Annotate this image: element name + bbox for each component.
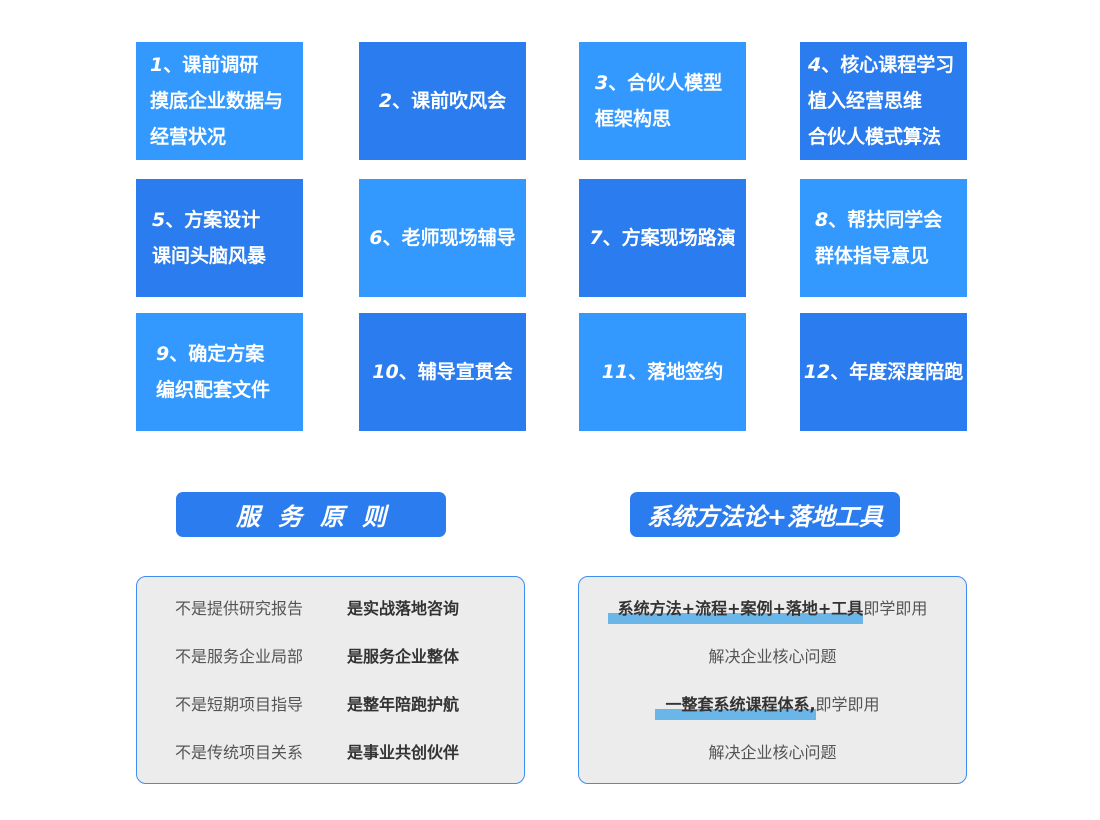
step-tile-8[interactable]: 8、帮扶同学会 群体指导意见 [800, 179, 967, 297]
principle-not: 不是提供研究报告 [175, 599, 304, 618]
methodology-line-3: 一整套系统课程体系,即学即用 [599, 693, 946, 720]
step-title: 、老师现场辅导 [382, 227, 516, 249]
step-number: 4 [808, 54, 822, 76]
step-line: 合伙人模式算法 [808, 126, 942, 148]
step-tile-9[interactable]: 9、确定方案 编织配套文件 [136, 313, 303, 431]
step-number: 10 [372, 361, 399, 383]
step-number: 11 [601, 361, 629, 383]
step-title: 、课前吹风会 [392, 90, 507, 112]
step-tile-3[interactable]: 3、合伙人模型 框架构思 [579, 42, 746, 160]
tile-line: 12、年度深度陪跑 [804, 354, 963, 390]
service-principles-title: 服务原则 [236, 503, 404, 531]
step-tile-1[interactable]: 1、课前调研 摸底企业数据与 经营状况 [136, 42, 303, 160]
step-number: 8 [815, 209, 829, 231]
step-tile-6[interactable]: 6、老师现场辅导 [359, 179, 526, 297]
step-number: 1 [150, 54, 164, 76]
step-title: 、辅导宣贯会 [398, 361, 513, 383]
methodology-suffix: 即学即用 [815, 695, 880, 714]
step-number: 2 [378, 90, 393, 112]
tile-line: 11、落地签约 [602, 354, 723, 390]
step-line: 植入经营思维 [808, 90, 923, 112]
step-line: 经营状况 [150, 126, 227, 148]
principle-is-text: 是服务企业整体 [347, 647, 460, 666]
step-title: 、课前调研 [163, 54, 259, 76]
step-title: 、核心课程学习 [821, 54, 955, 76]
principle-is: 是实战落地咨询 [347, 597, 459, 621]
methodology-panel: 系统方法+流程+案例+落地+工具即学即用 解决企业核心问题 一整套系统课程体系,… [578, 576, 967, 784]
principle-row: 不是提供研究报告 [175, 597, 303, 621]
step-number: 5 [152, 209, 166, 231]
methodology-text: 解决企业核心问题 [708, 743, 837, 762]
step-tile-12[interactable]: 12、年度深度陪跑 [800, 313, 967, 431]
tile-line: 1、课前调研 [150, 47, 258, 83]
step-line: 编织配套文件 [156, 379, 271, 401]
principle-row: 不是短期项目指导 [175, 693, 303, 717]
tile-line: 7、方案现场路演 [589, 220, 735, 256]
methodology-line-2: 解决企业核心问题 [599, 645, 946, 669]
step-title: 、年度深度陪跑 [830, 361, 964, 383]
principle-is-text: 是整年陪跑护航 [347, 695, 460, 714]
step-number: 6 [369, 227, 383, 249]
step-title: 、帮扶同学会 [828, 209, 943, 231]
step-line: 摸底企业数据与 [150, 90, 284, 112]
principle-is: 是服务企业整体 [347, 645, 459, 669]
methodology-text: 解决企业核心问题 [708, 647, 837, 666]
methodology-highlight: 一整套系统课程体系, [655, 693, 816, 720]
step-line: 群体指导意见 [815, 245, 930, 267]
principle-is: 是事业共创伙伴 [347, 741, 459, 765]
principle-not: 不是短期项目指导 [175, 695, 304, 714]
step-tile-5[interactable]: 5、方案设计 课间头脑风暴 [136, 179, 303, 297]
tile-line: 6、老师现场辅导 [369, 220, 515, 256]
step-title: 、方案现场路演 [602, 227, 736, 249]
step-tile-2[interactable]: 2、课前吹风会 [359, 42, 526, 160]
principle-not: 不是服务企业局部 [175, 647, 304, 666]
methodology-header: 系统方法论+落地工具 [630, 492, 900, 537]
tile-line: 2、课前吹风会 [379, 83, 506, 119]
step-title: 、方案设计 [165, 209, 261, 231]
step-number: 12 [803, 361, 831, 383]
methodology-line-1: 系统方法+流程+案例+落地+工具即学即用 [599, 597, 946, 624]
step-number: 3 [595, 72, 609, 94]
service-principles-header: 服务原则 [176, 492, 446, 537]
principle-row: 不是传统项目关系 [175, 741, 303, 765]
tile-line: 9、确定方案 [156, 336, 264, 372]
principle-not: 不是传统项目关系 [175, 743, 304, 762]
principle-is-text: 是事业共创伙伴 [347, 743, 460, 762]
step-number: 9 [156, 343, 170, 365]
step-title: 、确定方案 [169, 343, 265, 365]
methodology-title: 系统方法论+落地工具 [646, 503, 884, 531]
step-title: 、合伙人模型 [608, 72, 723, 94]
tile-line: 4、核心课程学习 [808, 47, 954, 83]
step-tile-11[interactable]: 11、落地签约 [579, 313, 746, 431]
step-number: 7 [589, 227, 603, 249]
step-tile-10[interactable]: 10、辅导宣贯会 [359, 313, 526, 431]
step-title: 、落地签约 [628, 361, 724, 383]
principle-is-text: 是实战落地咨询 [347, 599, 460, 618]
methodology-suffix: 即学即用 [863, 599, 928, 618]
principle-row: 不是服务企业局部 [175, 645, 303, 669]
tile-line: 8、帮扶同学会 [815, 202, 942, 238]
methodology-highlight: 系统方法+流程+案例+落地+工具 [607, 597, 863, 624]
principle-is: 是整年陪跑护航 [347, 693, 459, 717]
tile-line: 10、辅导宣贯会 [372, 354, 512, 390]
tile-line: 5、方案设计 [152, 202, 260, 238]
step-tile-4[interactable]: 4、核心课程学习 植入经营思维 合伙人模式算法 [800, 42, 967, 160]
methodology-line-4: 解决企业核心问题 [599, 741, 946, 765]
principles-panel: 不是提供研究报告 是实战落地咨询 不是服务企业局部 是服务企业整体 不是短期项目… [136, 576, 525, 784]
step-line: 框架构思 [595, 108, 672, 130]
step-line: 课间头脑风暴 [152, 245, 267, 267]
tile-line: 3、合伙人模型 [595, 65, 722, 101]
step-tile-7[interactable]: 7、方案现场路演 [579, 179, 746, 297]
